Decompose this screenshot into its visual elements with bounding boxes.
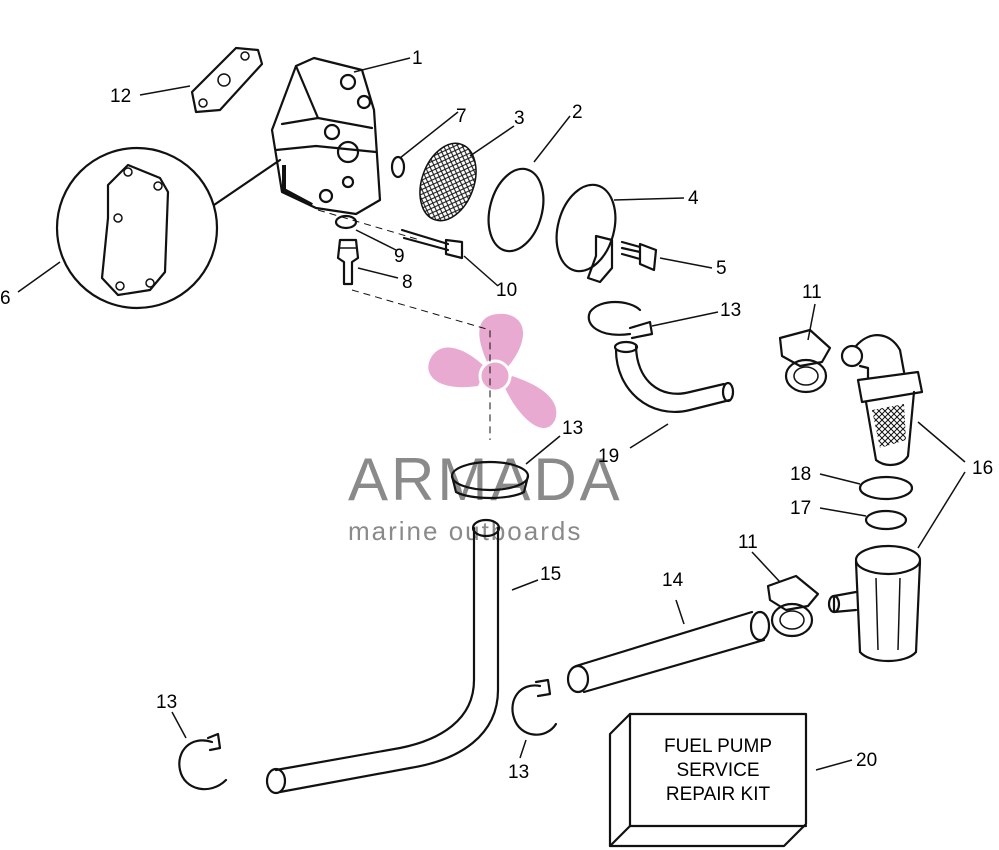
- part-7-o-ring: [390, 155, 406, 179]
- callout-2: 2: [572, 102, 583, 123]
- callout-19: 19: [598, 446, 619, 467]
- part-11-clamp-upper: [778, 328, 832, 394]
- callout-3: 3: [514, 108, 525, 129]
- callout-13-lower-left: 13: [156, 692, 177, 713]
- callout-6: 6: [0, 288, 11, 309]
- callout-7: 7: [456, 106, 467, 127]
- alignment-line: [351, 289, 491, 440]
- alignment-line: [317, 209, 421, 241]
- part-6-gasket-inset: [55, 146, 282, 310]
- part-13-clamp-lower-left: [178, 732, 228, 791]
- callout-15: 15: [540, 564, 561, 585]
- leader-lines: [17, 57, 966, 771]
- callout-10: 10: [496, 280, 517, 301]
- part-4-pump-cover: [555, 183, 617, 284]
- callout-13-upper: 13: [720, 300, 741, 321]
- part-19-elbow-hose: [613, 340, 735, 413]
- part-5-screw: [620, 240, 658, 272]
- callout-8: 8: [402, 272, 413, 293]
- callout-20: 20: [856, 750, 877, 771]
- part-16-fuel-filter-bowl: [827, 544, 922, 662]
- part-13-clamp-upper: [587, 300, 654, 340]
- part-3-filter-screen: [419, 142, 477, 222]
- callout-9: 9: [394, 246, 405, 267]
- callout-12: 12: [110, 86, 131, 107]
- part-9-o-ring: [334, 214, 358, 230]
- part-8-fitting: [336, 238, 360, 286]
- callout-11-lower: 11: [738, 532, 758, 553]
- part-15-hose: [265, 518, 501, 795]
- kit-label-line-3: REPAIR KIT: [666, 784, 771, 805]
- part-16-fuel-filter-top: [840, 334, 924, 466]
- callout-4: 4: [688, 188, 699, 209]
- callout-5: 5: [716, 258, 727, 279]
- watermark-brand: ARMADA: [348, 446, 623, 513]
- callout-11-upper: 11: [802, 282, 822, 303]
- callout-14: 14: [662, 570, 684, 591]
- part-11-clamp-lower: [766, 574, 820, 638]
- watermark-propeller-icon: [428, 313, 557, 429]
- part-13-clamp-lower-center: [511, 678, 558, 736]
- part-12-gasket: [190, 46, 264, 114]
- callout-17: 17: [790, 498, 811, 519]
- part-1-fuel-pump-body: [270, 56, 382, 216]
- kit-label-line-1: FUEL PUMP: [664, 736, 772, 757]
- part-13-clamp-center: [450, 460, 530, 500]
- part-14-hose: [566, 610, 771, 694]
- callout-13-lower-center: 13: [508, 762, 529, 783]
- callout-13-center: 13: [562, 418, 583, 439]
- watermark-tagline: marine outboards: [348, 516, 582, 546]
- callout-18: 18: [790, 464, 811, 485]
- part-10-long-screw: [400, 228, 464, 260]
- part-17-seal-ring: [864, 509, 908, 531]
- callout-labels: 1 2 3 4 5 6 7 8 9 10 11 11 12 13 13 13 1…: [0, 48, 993, 783]
- part-2-o-ring-large: [487, 167, 545, 253]
- kit-label-line-2: SERVICE: [676, 760, 759, 781]
- part-20-repair-kit-box: FUEL PUMP SERVICE REPAIR KIT: [608, 712, 808, 848]
- callout-16: 16: [972, 458, 993, 479]
- callout-1: 1: [412, 48, 423, 69]
- part-18-seal-ring: [858, 475, 914, 501]
